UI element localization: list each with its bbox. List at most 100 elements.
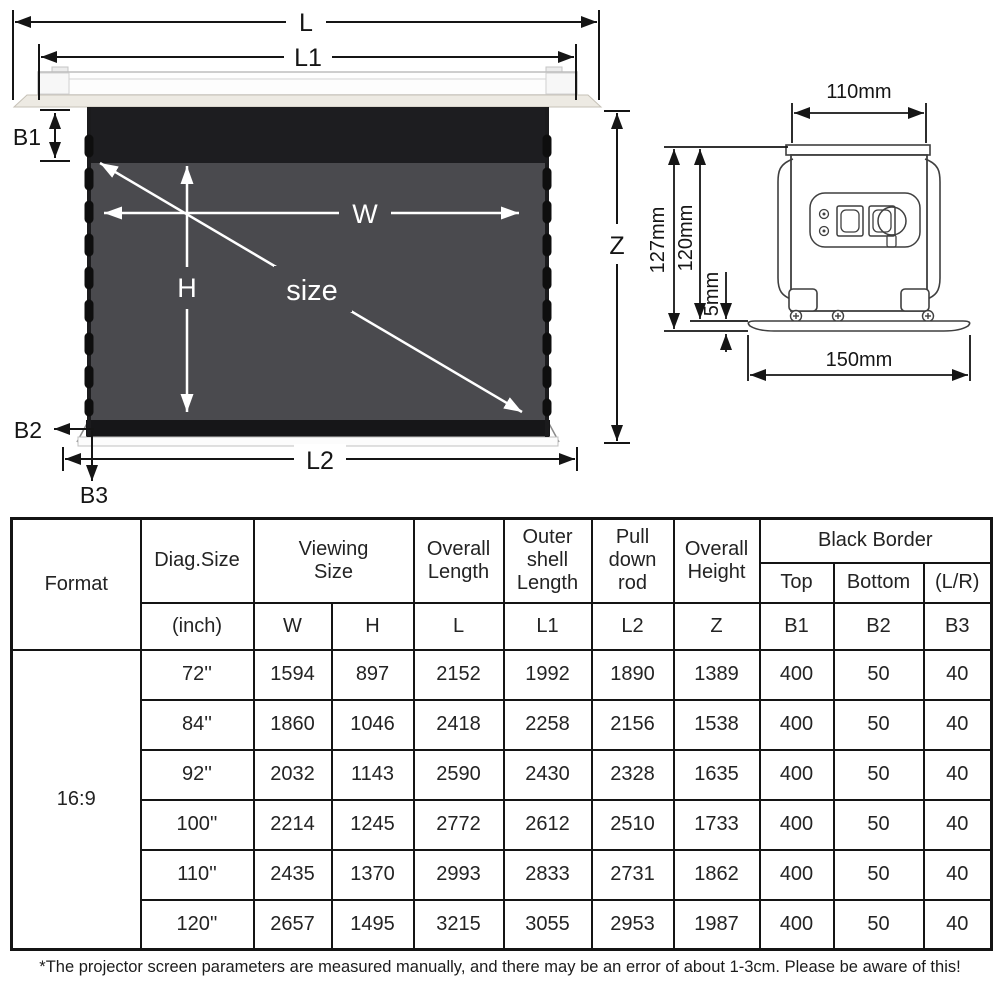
dimension-diagram-svg: L L1 B1 Z W H — [12, 6, 971, 508]
cell-z: 1862 — [672, 848, 761, 901]
cell-l: 2590 — [412, 748, 505, 801]
cell-w: 2032 — [252, 748, 333, 801]
cell-z: 1389 — [672, 648, 761, 701]
header-overall-length: Overall Length — [412, 517, 505, 604]
cell-b3: 40 — [922, 648, 993, 701]
cell-l1: 1992 — [502, 648, 593, 701]
format-value: 16:9 — [10, 648, 142, 951]
cell-b1: 400 — [758, 748, 835, 801]
dim-L-label: L — [299, 9, 313, 37]
screen-housing — [37, 71, 578, 96]
header-unit-l: L — [412, 601, 505, 651]
cell-diag: 100'' — [139, 798, 255, 851]
dim-L2-label: L2 — [306, 447, 334, 475]
dim-5mm-label: 5mm — [701, 272, 723, 316]
table-row: 110'' 2435 1370 2993 2833 2731 1862 400 … — [12, 848, 993, 901]
dim-110mm — [791, 103, 927, 143]
table-row: 92'' 2032 1143 2590 2430 2328 1635 400 5… — [12, 748, 993, 801]
cell-b3: 40 — [922, 898, 993, 951]
cell-l: 2993 — [412, 848, 505, 901]
cell-w: 1860 — [252, 698, 333, 751]
housing-endcap-right — [545, 72, 577, 95]
mount-screws — [789, 309, 935, 323]
cell-l2: 1890 — [590, 648, 675, 701]
port-socket — [836, 205, 864, 237]
cell-z: 1538 — [672, 698, 761, 751]
cell-diag: 110'' — [139, 848, 255, 901]
dim-B2-label: B2 — [14, 417, 42, 443]
header-unit-w: W — [252, 601, 333, 651]
cell-b2: 50 — [832, 698, 925, 751]
cell-w: 2214 — [252, 798, 333, 851]
cell-b1: 400 — [758, 698, 835, 751]
cell-w: 2657 — [252, 898, 333, 951]
cell-b1: 400 — [758, 798, 835, 851]
spec-table: Format Diag.Size Viewing Size Overall Le… — [10, 517, 993, 951]
cell-l1: 2833 — [502, 848, 593, 901]
cell-l1: 3055 — [502, 898, 593, 951]
header-viewing-size: Viewing Size — [252, 517, 415, 604]
cell-l1: 2430 — [502, 748, 593, 801]
cell-b3: 40 — [922, 848, 993, 901]
cell-b3: 40 — [922, 748, 993, 801]
ceiling-flange — [12, 94, 603, 108]
housing-top-cap — [785, 144, 931, 156]
cell-b1: 400 — [758, 648, 835, 701]
cell-z: 1733 — [672, 798, 761, 851]
led-indicator — [818, 208, 830, 220]
table-row: 84'' 1860 1046 2418 2258 2156 1538 400 5… — [12, 698, 993, 751]
disclaimer-note: *The projector screen parameters are mea… — [39, 958, 961, 976]
cell-l: 2152 — [412, 648, 505, 701]
cell-l: 3215 — [412, 898, 505, 951]
cell-l2: 2731 — [590, 848, 675, 901]
header-unit-b1: B1 — [758, 601, 835, 651]
port-socket — [868, 205, 896, 237]
cell-b2: 50 — [832, 798, 925, 851]
cell-diag: 120'' — [139, 898, 255, 951]
cell-b2: 50 — [832, 898, 925, 951]
cell-diag: 84'' — [139, 698, 255, 751]
led-indicator — [818, 225, 830, 237]
cell-l: 2418 — [412, 698, 505, 751]
header-diag-size: Diag.Size — [139, 517, 255, 604]
cell-b3: 40 — [922, 798, 993, 851]
dim-150mm-label: 150mm — [826, 349, 893, 371]
cell-h: 1495 — [330, 898, 415, 951]
header-format: Format — [10, 517, 142, 651]
header-unit-l2: L2 — [590, 601, 675, 651]
header-bb-top: Top — [758, 561, 835, 604]
table-row: 100'' 2214 1245 2772 2612 2510 1733 400 … — [12, 798, 993, 851]
cell-l1: 2258 — [502, 698, 593, 751]
cell-w: 1594 — [252, 648, 333, 701]
dim-H-label: H — [177, 273, 197, 303]
header-pull-down-rod: Pull down rod — [590, 517, 675, 604]
header-unit-b3: B3 — [922, 601, 993, 651]
cell-h: 1046 — [330, 698, 415, 751]
screen-front-view: L L1 B1 Z W H — [12, 6, 631, 508]
cell-l2: 2328 — [590, 748, 675, 801]
header-unit-z: Z — [672, 601, 761, 651]
cell-l2: 2156 — [590, 698, 675, 751]
dim-B3-label: B3 — [80, 482, 108, 508]
header-bb-bottom: Bottom — [832, 561, 925, 604]
dimension-diagram: L L1 B1 Z W H — [12, 6, 971, 508]
dim-127mm-label: 127mm — [647, 207, 669, 274]
dim-Z-label: Z — [609, 232, 624, 260]
cell-h: 1245 — [330, 798, 415, 851]
screen-bottom-bar — [86, 420, 550, 437]
cell-h: 1143 — [330, 748, 415, 801]
cell-z: 1987 — [672, 898, 761, 951]
dim-top-border — [40, 109, 70, 162]
cell-w: 2435 — [252, 848, 333, 901]
header-black-border: Black Border — [758, 517, 993, 564]
cell-diag: 72'' — [139, 648, 255, 701]
cell-b2: 50 — [832, 748, 925, 801]
cell-h: 897 — [330, 648, 415, 701]
screen-top-black-border — [91, 107, 545, 163]
dim-size-label: size — [286, 275, 338, 307]
cell-b1: 400 — [758, 848, 835, 901]
cell-b1: 400 — [758, 898, 835, 951]
header-unit-b2: B2 — [832, 601, 925, 651]
dim-L1-label: L1 — [294, 44, 322, 72]
cell-b2: 50 — [832, 848, 925, 901]
